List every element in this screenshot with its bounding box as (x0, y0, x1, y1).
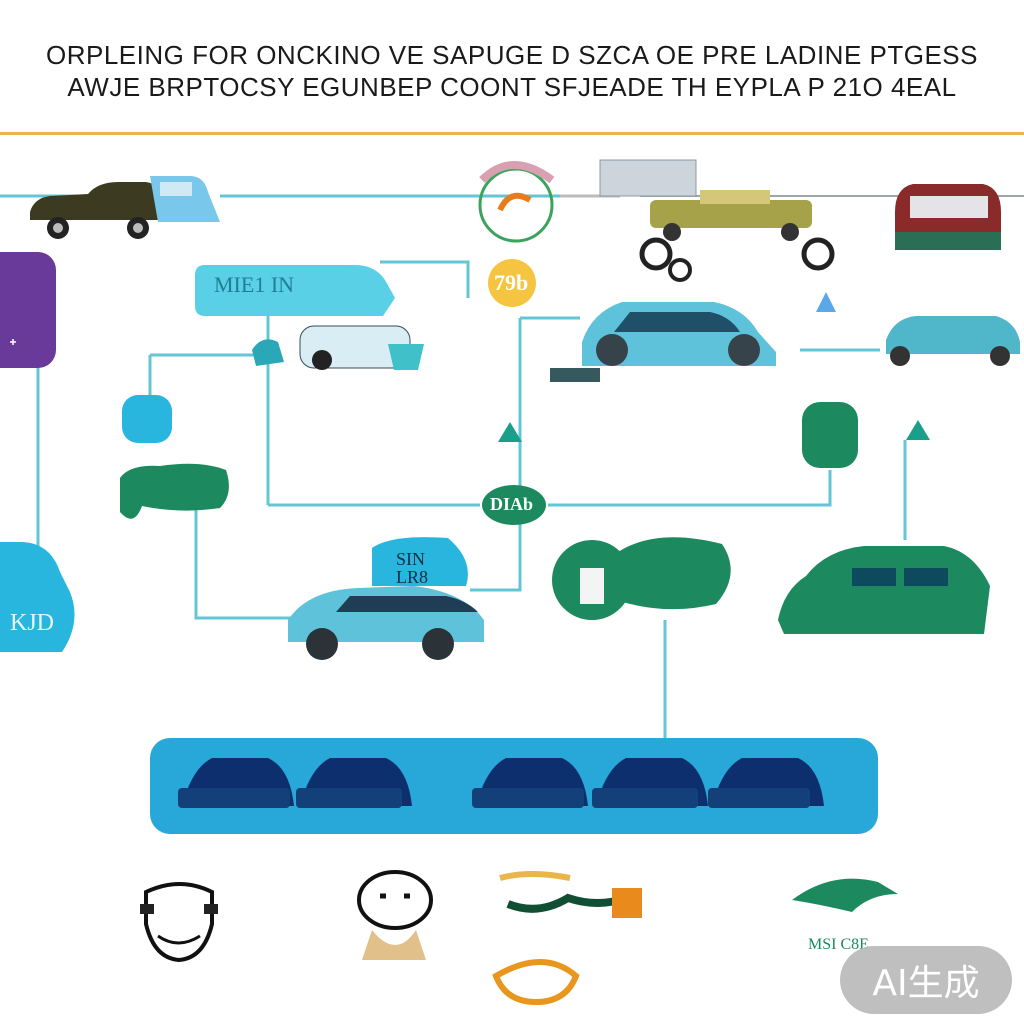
tray-car-icon (472, 758, 588, 808)
smiley-face-icon (140, 882, 218, 963)
tray-car-icon (296, 758, 412, 808)
callout-banner (195, 265, 395, 316)
center-hub-label: DIAb (490, 494, 534, 514)
center-hub (482, 485, 546, 525)
car-mid-right-icon (550, 302, 776, 382)
car-tag-label: SIN LR8 (396, 549, 429, 587)
car-top-right-icon (895, 184, 1001, 250)
arrow-up-icon (498, 422, 522, 442)
center-swirl-icon (478, 161, 555, 243)
tray-car-icon (178, 758, 294, 808)
car-top-center-right-icon (639, 190, 835, 282)
diagram-title-line-1: ORPLEING FOR ONCKINO VE SAPUGE D SZCA OE… (46, 40, 978, 70)
arrow-up-icon (906, 420, 930, 440)
person-bust-icon (357, 870, 433, 960)
green-leaf-node (120, 463, 229, 519)
green-bird-logo-icon (792, 878, 898, 912)
tray-car-icons (178, 758, 824, 808)
tray-car-icon (708, 758, 824, 808)
car-far-right-icon (886, 316, 1020, 366)
callout-label: MIE1 IN (214, 272, 295, 297)
diagram-title-line-2: AWJE BRPTOCSY EGUNBEP COONT SFJEADE TH E… (67, 72, 957, 102)
info-box (599, 159, 697, 197)
arrow-up-icon (816, 292, 836, 312)
blue-node (122, 395, 172, 443)
bottom-right-logo-text: MSI C8E (808, 936, 869, 953)
yellow-tag-label: 79b (494, 270, 529, 295)
arrowheads (498, 292, 930, 442)
header-divider (0, 132, 1024, 135)
small-car-icon (252, 325, 424, 370)
car-top-left-icon (30, 176, 220, 239)
ai-generated-badge: AI生成 (840, 946, 1012, 1014)
green-board-node (612, 537, 731, 610)
brand-logo-icon (492, 871, 642, 1006)
green-node (802, 402, 858, 468)
yellow-tag (488, 259, 536, 307)
left-teal-panel (0, 542, 75, 652)
green-van-icon (778, 546, 990, 634)
purple-side-panel (0, 252, 56, 368)
tray-car-icon (592, 758, 708, 808)
left-panel-label: KJD (10, 610, 55, 636)
car-center-icon (288, 537, 484, 660)
